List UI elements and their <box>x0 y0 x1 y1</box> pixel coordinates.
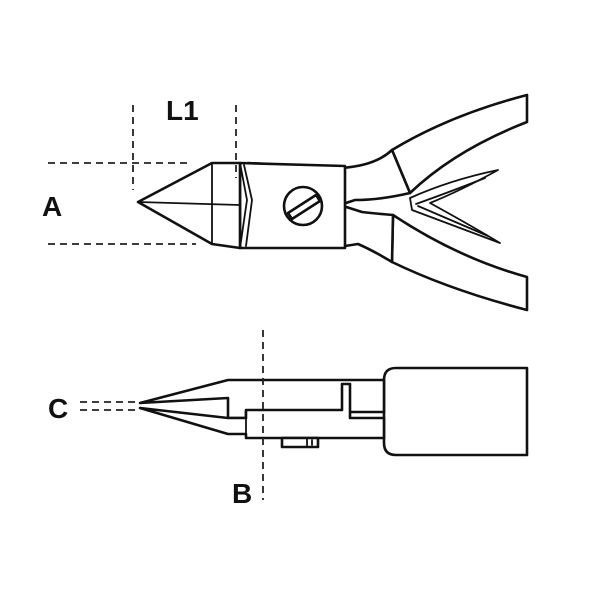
label-b: B <box>232 478 252 509</box>
side-rivet <box>280 436 320 449</box>
cutting-jaws <box>136 161 242 250</box>
side-handle <box>382 366 529 457</box>
lower-arm <box>338 203 395 264</box>
side-view: C B <box>48 330 529 509</box>
label-c: C <box>48 393 68 424</box>
side-rivet-detail <box>306 437 313 448</box>
top-view: L1 A <box>42 93 529 312</box>
return-spring-inner <box>415 177 489 237</box>
side-jaw-step <box>245 383 351 435</box>
lower-handle <box>390 213 529 312</box>
jaw-bevel-hinge <box>239 162 253 249</box>
jaw-center-line <box>137 201 241 206</box>
return-spring <box>409 169 501 244</box>
label-l1: L1 <box>166 95 199 126</box>
pivot-screw-slot <box>286 193 322 221</box>
upper-handle <box>390 93 529 195</box>
label-a: A <box>42 191 62 222</box>
